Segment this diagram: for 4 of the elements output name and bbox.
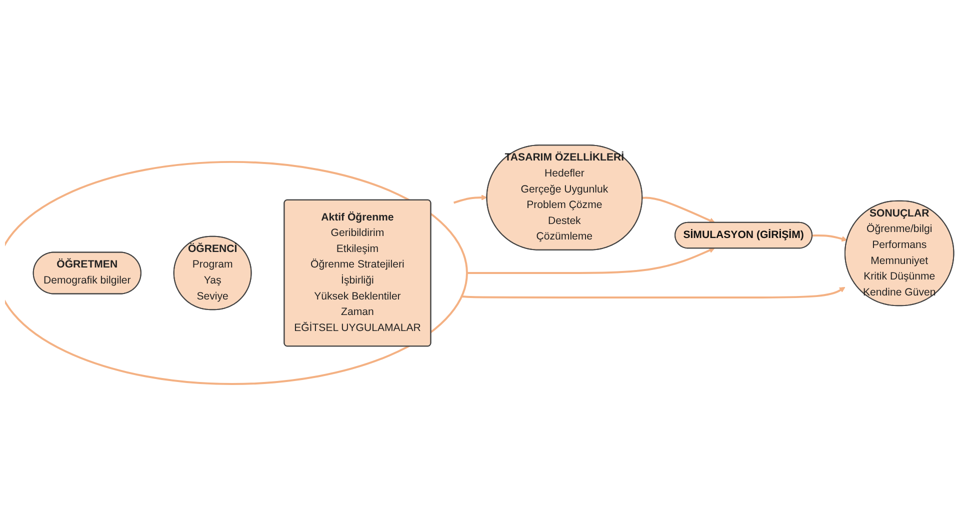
arrow: [812, 234, 848, 242]
arrow: [642, 196, 716, 224]
cluster: [5, 160, 468, 386]
arrow: [454, 194, 488, 204]
